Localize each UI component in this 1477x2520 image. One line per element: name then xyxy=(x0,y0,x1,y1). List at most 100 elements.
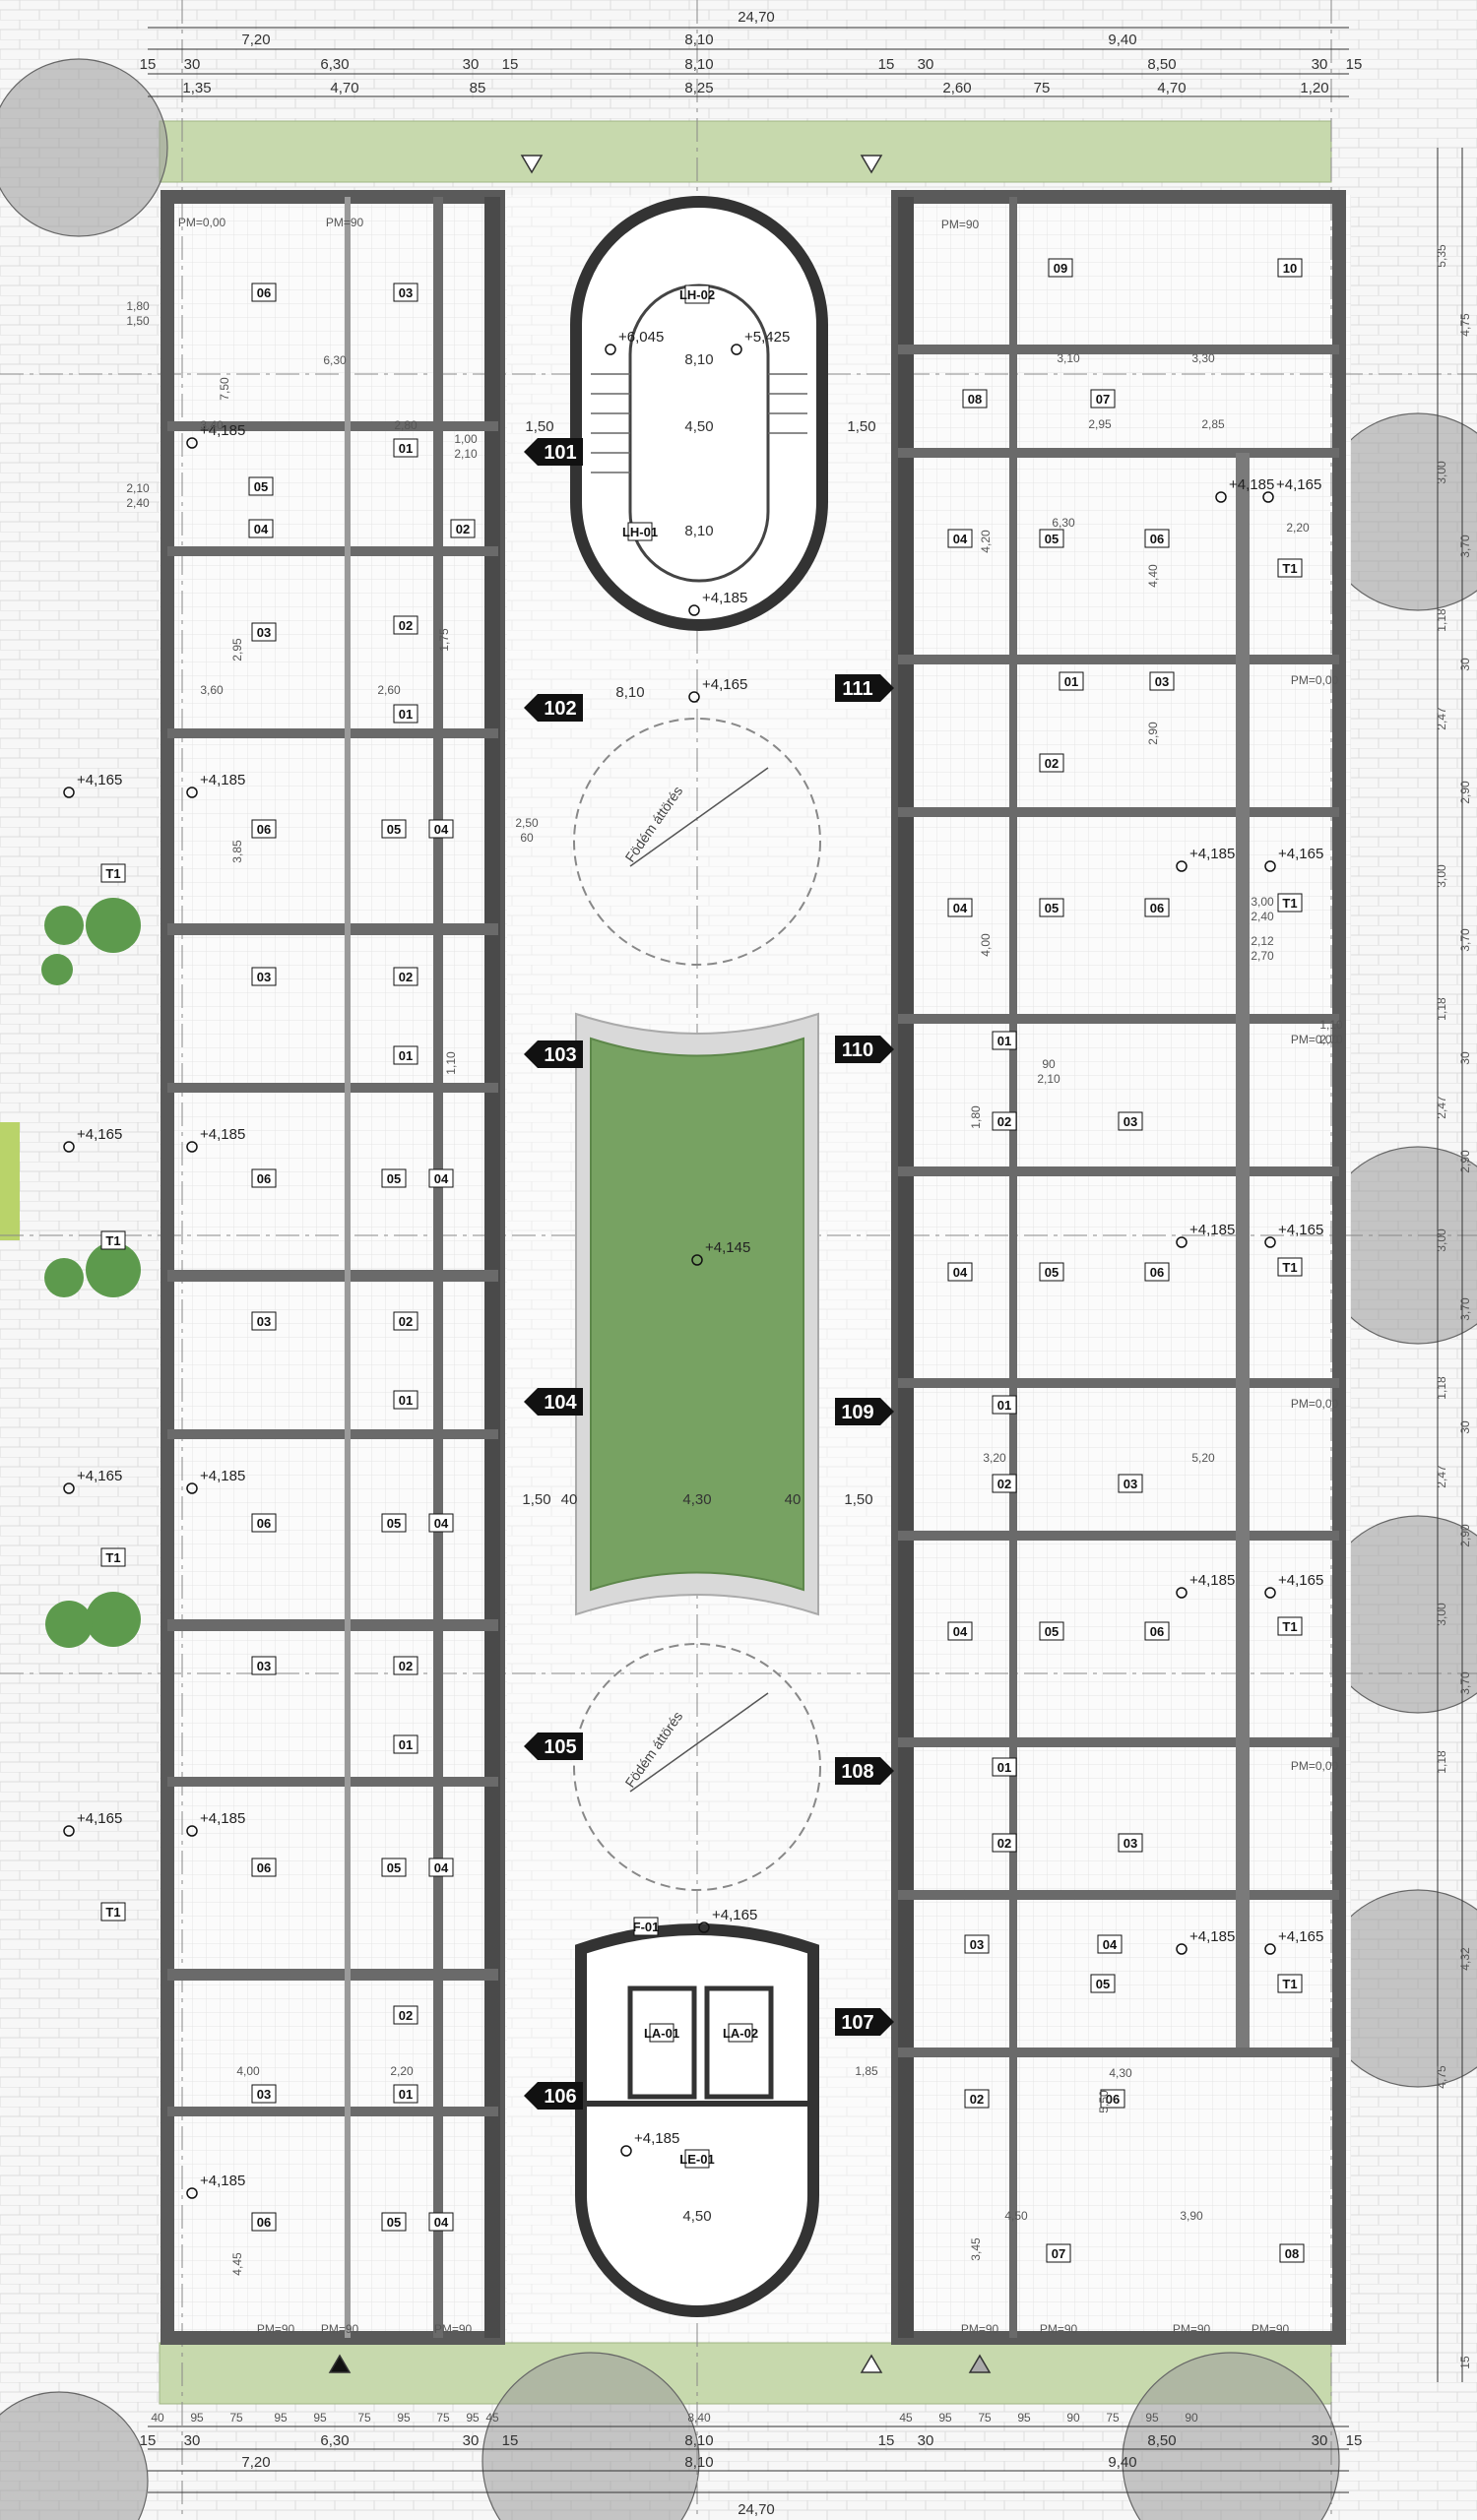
dim-right: 3,00 xyxy=(1435,461,1448,484)
dim-total-bottom: 24,70 xyxy=(738,2501,775,2518)
room-tag-06: 06 xyxy=(257,285,271,300)
pm-label: PM=0,00 xyxy=(1291,673,1339,687)
room-tag-box xyxy=(1118,1474,1143,1493)
room-tag-03: 03 xyxy=(1155,674,1169,689)
room-tag-T1: T1 xyxy=(105,1550,120,1565)
flat-marker-107[interactable]: 107 xyxy=(835,2008,894,2036)
level-label: +4,185 xyxy=(200,1468,245,1484)
dim-right: 4,75 xyxy=(1458,313,1472,337)
opening-dim: 1,80 xyxy=(126,299,150,313)
dim-top-row3: 30 xyxy=(1312,56,1328,73)
flat-marker-103[interactable]: 103 xyxy=(524,1040,583,1068)
flat-marker-109[interactable]: 109 xyxy=(835,1398,894,1425)
room-tag-06: 06 xyxy=(1150,901,1164,915)
room-tag-box xyxy=(627,522,653,541)
floor-opening-upper xyxy=(573,718,821,966)
dim-right: 2,47 xyxy=(1435,707,1448,730)
level-marker xyxy=(186,787,198,798)
level-label: +4,165 xyxy=(77,1126,122,1143)
room-tag-box xyxy=(947,1621,973,1641)
level-label: +4,165 xyxy=(77,1810,122,1827)
room-tag-04: 04 xyxy=(434,1860,449,1875)
room-dim: 3,30 xyxy=(1191,351,1215,365)
room-tag-box xyxy=(393,1734,418,1754)
dim-bottom-row1: 95 xyxy=(397,2411,411,2425)
room-tag-03: 03 xyxy=(257,2087,271,2102)
room-tag-box xyxy=(251,819,277,839)
room-tag-box xyxy=(1039,529,1064,548)
room-dim: 4,00 xyxy=(979,933,993,957)
room-tag-box xyxy=(100,1902,126,1922)
room-tag-box xyxy=(964,1934,990,1954)
flat-marker-104[interactable]: 104 xyxy=(524,1388,583,1416)
room-tag-03: 03 xyxy=(257,1659,271,1673)
level-marker xyxy=(1176,860,1188,872)
dim-top-row3: 30 xyxy=(463,56,480,73)
pm-label: PM=90 xyxy=(321,2322,359,2336)
room-tag-03: 03 xyxy=(257,1314,271,1329)
level-marker xyxy=(688,604,700,616)
dim-bottom-row1: 95 xyxy=(466,2411,480,2425)
room-tag-box xyxy=(1279,2243,1305,2263)
flat-number: 111 xyxy=(842,678,872,700)
room-tag-T1: T1 xyxy=(1282,1260,1297,1275)
room-tag-box xyxy=(1144,1621,1170,1641)
room-tag-box xyxy=(1149,671,1175,691)
room-tag-06: 06 xyxy=(257,2215,271,2230)
flat-number: 104 xyxy=(544,1392,577,1414)
room-tag-box xyxy=(251,283,277,302)
level-label: +4,165 xyxy=(1278,846,1323,862)
level-marker xyxy=(63,1825,75,1837)
room-tag-box xyxy=(248,476,274,496)
flat-marker-105[interactable]: 105 xyxy=(524,1732,583,1760)
flat-marker-102[interactable]: 102 xyxy=(524,694,583,722)
room-tag-06: 06 xyxy=(257,1860,271,1875)
room-tag-01: 01 xyxy=(399,1393,413,1408)
dim-bottom-row2: 30 xyxy=(184,2432,201,2449)
stair-lower-tag: LH-01 xyxy=(622,525,658,539)
room-tag-06: 06 xyxy=(257,822,271,837)
room-tag-box xyxy=(381,1168,407,1188)
level-label: +4,185 xyxy=(1189,1222,1235,1238)
dim-bottom-row2: 8,10 xyxy=(684,2432,713,2449)
flat-marker-108[interactable]: 108 xyxy=(835,1757,894,1785)
flat-marker-110[interactable]: 110 xyxy=(835,1036,894,1063)
room-tag-box xyxy=(251,622,277,642)
flat-number: 102 xyxy=(544,698,576,720)
room-dim: 4,45 xyxy=(230,2252,244,2276)
room-dim: 7,50 xyxy=(218,377,231,401)
room-tag-box xyxy=(992,1395,1017,1415)
dim-top-row4: 1,20 xyxy=(1300,80,1328,96)
dim-top-row4: 4,70 xyxy=(330,80,358,96)
room-dim: 2,80 xyxy=(394,418,417,432)
room-tag-box xyxy=(393,2084,418,2104)
flat-marker-106[interactable]: 106 xyxy=(524,2082,583,2110)
room-dim: 3,20 xyxy=(983,1451,1006,1465)
level-marker xyxy=(605,344,616,355)
level-marker xyxy=(1262,491,1274,503)
room-dim: 3,45 xyxy=(969,2237,983,2261)
lift-lobby-tag: LE-01 xyxy=(679,2152,714,2167)
room-tag-box xyxy=(947,529,973,548)
room-tag-box xyxy=(1277,258,1303,278)
shrubs xyxy=(41,898,141,1648)
flat-marker-111[interactable]: 111 xyxy=(835,674,894,702)
opening-dim: 60 xyxy=(520,831,534,845)
room-tag-box xyxy=(248,519,274,538)
room-tag-05: 05 xyxy=(1096,1977,1110,1991)
room-tag-box xyxy=(1277,1616,1303,1636)
room-tag-box xyxy=(381,819,407,839)
flat-marker-101[interactable]: 101 xyxy=(524,438,583,466)
room-tag-box xyxy=(962,389,988,409)
room-tag-06: 06 xyxy=(1150,1624,1164,1639)
level-label: +4,165 xyxy=(1276,476,1321,493)
level-marker xyxy=(63,1141,75,1153)
room-tag-box xyxy=(251,967,277,986)
room-tag-box xyxy=(1059,671,1084,691)
level-marker xyxy=(1264,1236,1276,1248)
level-marker xyxy=(1176,1587,1188,1599)
dim-bottom-row2: 15 xyxy=(502,2432,519,2449)
opening-dim: 2,70 xyxy=(1319,1033,1343,1046)
dim-bottom-row1: 75 xyxy=(357,2411,371,2425)
room-dim: 2,60 xyxy=(377,683,401,697)
